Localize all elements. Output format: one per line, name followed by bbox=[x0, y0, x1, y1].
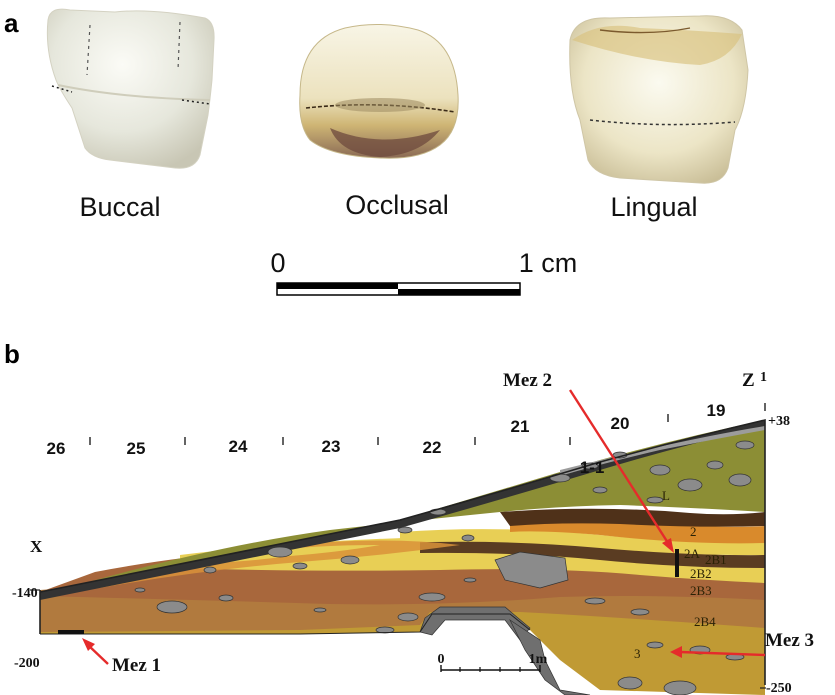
scale-bar-m-end: 1m bbox=[529, 652, 548, 667]
depth-label-top: +38 bbox=[768, 414, 790, 429]
mez-1-marker bbox=[58, 630, 84, 634]
scale-bar-cm: 0 1 cm bbox=[270, 248, 577, 295]
sample-label-mez-2: Mez 2 bbox=[503, 370, 552, 391]
scale-bar-cm-start: 0 bbox=[270, 248, 285, 278]
square-label: 25 bbox=[127, 439, 146, 458]
lingual-tooth-photo bbox=[570, 16, 748, 183]
grid-letter-x: X bbox=[30, 537, 43, 556]
layer-label-2b3: 2B3 bbox=[690, 583, 712, 598]
panel-b: b 26 25 24 23 22 21 20 19 bbox=[4, 339, 814, 695]
view-label-lingual: Lingual bbox=[610, 192, 697, 222]
layer-label-2b2: 2B2 bbox=[690, 566, 712, 581]
square-label: 24 bbox=[229, 437, 248, 456]
buccal-tooth-photo bbox=[47, 9, 214, 168]
sample-label-mez-1: Mez 1 bbox=[112, 655, 161, 676]
panel-a: a Buccal Occlusal Lingual bbox=[4, 8, 748, 295]
depth-label-left: -140 bbox=[12, 586, 38, 601]
sample-label-mez-3: Mez 3 bbox=[765, 630, 814, 651]
depth-label-right-bottom: -250 bbox=[766, 681, 792, 695]
layer-label-2b4: 2B4 bbox=[694, 614, 716, 629]
layer-label-2a: 2A bbox=[684, 546, 701, 561]
view-label-buccal: Buccal bbox=[79, 192, 160, 222]
panel-a-letter: a bbox=[4, 8, 19, 38]
scale-bar-cm-end: 1 cm bbox=[519, 248, 578, 278]
mez-2-marker bbox=[675, 549, 679, 577]
panel-b-letter: b bbox=[4, 339, 20, 369]
stratigraphic-section bbox=[30, 420, 765, 695]
square-label: 23 bbox=[322, 437, 341, 456]
square-label: 20 bbox=[611, 414, 630, 433]
layer-label-3: 3 bbox=[634, 646, 641, 661]
grid-letter-z-index: 1 bbox=[760, 370, 767, 385]
square-label: 26 bbox=[47, 439, 66, 458]
square-label: 19 bbox=[707, 401, 726, 420]
scale-bar-m-start: 0 bbox=[438, 652, 445, 667]
square-labels: 26 25 24 23 22 21 20 19 bbox=[47, 401, 726, 458]
layer-label-1-1: 1-1 bbox=[580, 458, 605, 477]
depth-label-left-bottom: -200 bbox=[14, 656, 40, 671]
layer-label-2b1: 2B1 bbox=[705, 552, 727, 567]
square-label: 21 bbox=[511, 417, 530, 436]
view-label-occlusal: Occlusal bbox=[345, 190, 449, 220]
square-label: 22 bbox=[423, 438, 442, 457]
layer-label-2: 2 bbox=[690, 524, 697, 539]
dark-lens-area bbox=[500, 509, 765, 527]
grid-letter-z: Z bbox=[742, 370, 755, 391]
occlusal-tooth-photo bbox=[300, 24, 458, 158]
layer-label-l: L bbox=[662, 488, 670, 503]
